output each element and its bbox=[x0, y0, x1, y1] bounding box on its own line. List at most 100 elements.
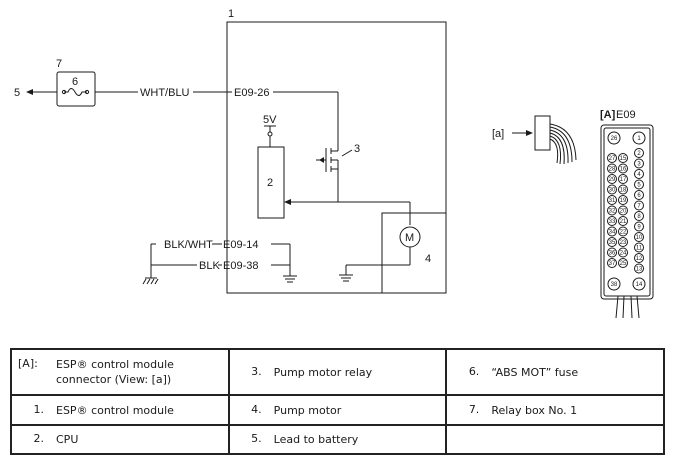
connector-pin bbox=[607, 131, 621, 145]
connector-pin-label: 19 bbox=[620, 198, 627, 204]
legend-table: [A]: ESP® control module connector (View:… bbox=[10, 348, 665, 455]
legend-cell: 1. ESP® control module bbox=[10, 394, 230, 426]
connector-pin-label: 36 bbox=[609, 251, 616, 257]
connector-pin bbox=[607, 277, 621, 291]
legend-cell: 3.Pump motor relay bbox=[227, 348, 448, 396]
connector-pin-label: 15 bbox=[620, 156, 627, 162]
connector-pin bbox=[634, 179, 644, 190]
label-cpu: 2 bbox=[267, 177, 273, 189]
connector-pin bbox=[634, 253, 644, 263]
connector-pin bbox=[618, 163, 628, 174]
legend-cell: 7.Relay box No. 1 bbox=[445, 394, 665, 426]
legend-text: CPU bbox=[56, 433, 79, 446]
connector-pin bbox=[618, 184, 628, 195]
label-motor: 4 bbox=[425, 253, 431, 265]
view-label: [a] bbox=[492, 128, 504, 140]
connector-pin bbox=[634, 169, 644, 179]
connector-pin-label: 11 bbox=[636, 246, 643, 252]
connector-pin bbox=[618, 205, 628, 216]
connector-pin bbox=[607, 205, 617, 216]
connector-pin bbox=[618, 258, 628, 268]
connector-pin-label: 16 bbox=[620, 167, 627, 173]
connector-pin-label: 38 bbox=[611, 282, 618, 288]
connector-pin-label: 26 bbox=[611, 136, 618, 142]
connector-pin-label: 6 bbox=[637, 193, 641, 199]
connector-pin bbox=[607, 216, 617, 226]
connector-pin-label: 24 bbox=[620, 251, 627, 257]
connector-pin bbox=[634, 263, 644, 274]
connector-pin-label: 28 bbox=[609, 167, 616, 173]
connector-pin bbox=[618, 195, 628, 205]
connector-pin bbox=[618, 226, 628, 237]
wire-gnd2-label: BLK bbox=[199, 260, 220, 272]
connector-pin bbox=[634, 148, 644, 158]
wiring-diagram: 1 7 6 5 WHT/BLU E09-26 5V 2 3 M 4 BLK/WH… bbox=[14, 8, 654, 319]
connector-pin-label: 10 bbox=[636, 235, 643, 241]
connector-pin bbox=[634, 200, 644, 211]
connector-pin bbox=[607, 258, 617, 268]
connector-pin-label: 7 bbox=[637, 204, 641, 210]
connector-pin bbox=[607, 237, 617, 247]
legend-key: 7. bbox=[468, 402, 480, 416]
connector-pin-label: 32 bbox=[609, 209, 616, 215]
connector-pin-label: 1 bbox=[637, 136, 641, 142]
connector-pin bbox=[618, 237, 628, 247]
connector-face bbox=[600, 124, 654, 300]
connector-pin bbox=[607, 195, 617, 205]
pump-motor-box bbox=[381, 212, 447, 294]
connector-pin bbox=[634, 242, 644, 253]
relay-box bbox=[56, 71, 96, 107]
legend-text: Pump motor bbox=[273, 403, 342, 417]
wire-fuse-label: WHT/BLU bbox=[140, 87, 190, 99]
fuse-symbol bbox=[64, 88, 87, 96]
connector-pin bbox=[634, 232, 644, 242]
legend-cell: 2.CPU bbox=[10, 424, 230, 455]
label-fuse: 6 bbox=[72, 76, 78, 88]
legend-row: [A]: ESP® control module connector (View:… bbox=[10, 348, 665, 396]
connector-pin-label: 25 bbox=[620, 261, 627, 267]
pin-14-label: E09-14 bbox=[223, 239, 258, 251]
connector-pin-label: 4 bbox=[637, 172, 641, 178]
connector-side-view bbox=[534, 115, 551, 151]
legend-cell: 4.Pump motor bbox=[227, 394, 448, 426]
legend-text: Lead to battery bbox=[273, 433, 359, 446]
esp-control-module-frame bbox=[226, 21, 447, 294]
connector-pin-label: 17 bbox=[620, 177, 627, 183]
connector-pin bbox=[632, 277, 646, 291]
connector-label-key: [A] bbox=[600, 109, 616, 121]
connector-pin bbox=[607, 247, 617, 258]
connector-pin-label: 13 bbox=[636, 267, 643, 273]
wire-gnd1-label: BLK/WHT bbox=[164, 239, 213, 251]
label-relay: 3 bbox=[354, 143, 360, 155]
connector-label-id: E09 bbox=[616, 109, 636, 121]
connector-pin-label: 8 bbox=[637, 214, 641, 220]
legend-cell: 6. “ABS MOT” fuse bbox=[445, 348, 665, 396]
legend-key: 3. bbox=[251, 364, 262, 378]
legend-key: [A]: bbox=[18, 357, 38, 370]
connector-pin-label: 12 bbox=[636, 256, 643, 262]
cpu-box bbox=[257, 146, 285, 219]
legend-cell bbox=[445, 424, 665, 455]
legend-key: 6. bbox=[468, 364, 480, 378]
connector-pin-label: 22 bbox=[620, 230, 627, 236]
connector-pin-label: 27 bbox=[609, 156, 616, 162]
pin-26-label: E09-26 bbox=[234, 87, 269, 99]
connector-pin bbox=[618, 174, 628, 184]
legend-key: 1. bbox=[33, 402, 45, 416]
connector-pin-label: 35 bbox=[609, 240, 616, 246]
connector-pin bbox=[607, 153, 617, 163]
connector-pin-label: 3 bbox=[637, 162, 641, 168]
label-relaybox: 7 bbox=[56, 58, 62, 70]
motor-symbol-label: M bbox=[405, 232, 414, 244]
connector-pin-label: 2 bbox=[637, 151, 641, 157]
legend-cell: [A]: ESP® control module connector (View:… bbox=[10, 348, 230, 396]
legend-text: ESP® control module connector (View: [a]… bbox=[56, 358, 174, 386]
connector-pin-label: 14 bbox=[636, 282, 643, 288]
connector-pin bbox=[618, 216, 628, 226]
legend-text: ESP® control module bbox=[56, 403, 174, 417]
connector-pin bbox=[618, 153, 628, 163]
connector-pin bbox=[632, 131, 646, 145]
connector-pin bbox=[618, 247, 628, 258]
legend-text: “ABS MOT” fuse bbox=[491, 365, 579, 379]
